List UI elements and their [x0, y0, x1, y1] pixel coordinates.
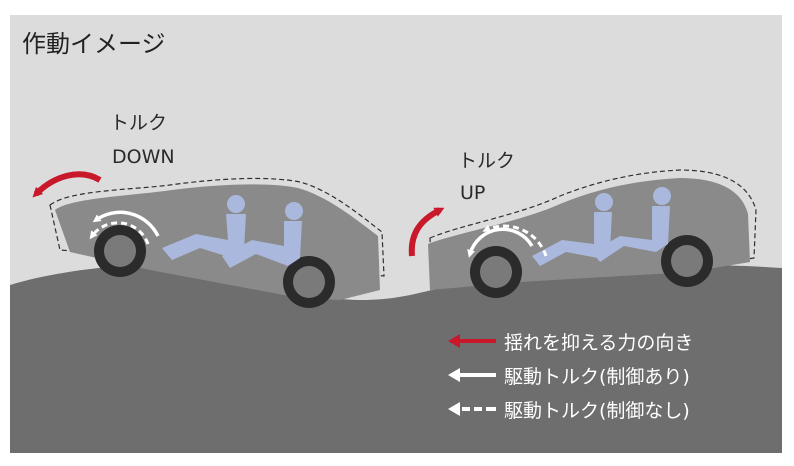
- page-title: 作動イメージ: [22, 30, 166, 58]
- legend: 揺れを抑える力の向き 駆動トルク(制御あり) 駆動トルク(制御なし): [446, 324, 693, 426]
- torque-arrow-right-dashed: [482, 224, 548, 257]
- car-left-passengers: [162, 195, 303, 268]
- red-arrow-icon: [448, 334, 496, 348]
- force-arrow-left: [32, 171, 102, 198]
- car-right-ghost-outline: [429, 169, 757, 287]
- torque-arrow-left-solid: [92, 210, 160, 237]
- torque-up-label-line1: トルク: [458, 150, 516, 172]
- car-left-ghost-outline: [49, 177, 385, 277]
- legend-label: 駆動トルク(制御なし): [504, 399, 690, 422]
- car-right-passengers: [532, 187, 671, 266]
- legend-item-suppress-force: 揺れを抑える力の向き: [446, 324, 693, 358]
- car-left-torque-down: [32, 171, 385, 308]
- white-dashed-arrow-icon: [448, 402, 496, 416]
- legend-label: 駆動トルク(制御あり): [504, 365, 690, 388]
- white-arrow-icon: [448, 368, 496, 382]
- legend-item-torque-uncontrolled: 駆動トルク(制御なし): [446, 392, 693, 426]
- force-arrow-right: [408, 207, 445, 257]
- torque-up-label-line2: UP: [460, 182, 486, 204]
- torque-arrow-left-dashed: [89, 221, 150, 245]
- torque-arrow-right-solid: [467, 227, 534, 258]
- torque-down-label-line2: DOWN: [112, 146, 175, 168]
- car-right-torque-up: [408, 169, 757, 298]
- legend-item-torque-controlled: 駆動トルク(制御あり): [446, 358, 693, 392]
- torque-down-label-line1: トルク: [110, 112, 168, 134]
- legend-label: 揺れを抑える力の向き: [504, 331, 694, 354]
- ground: [10, 264, 782, 453]
